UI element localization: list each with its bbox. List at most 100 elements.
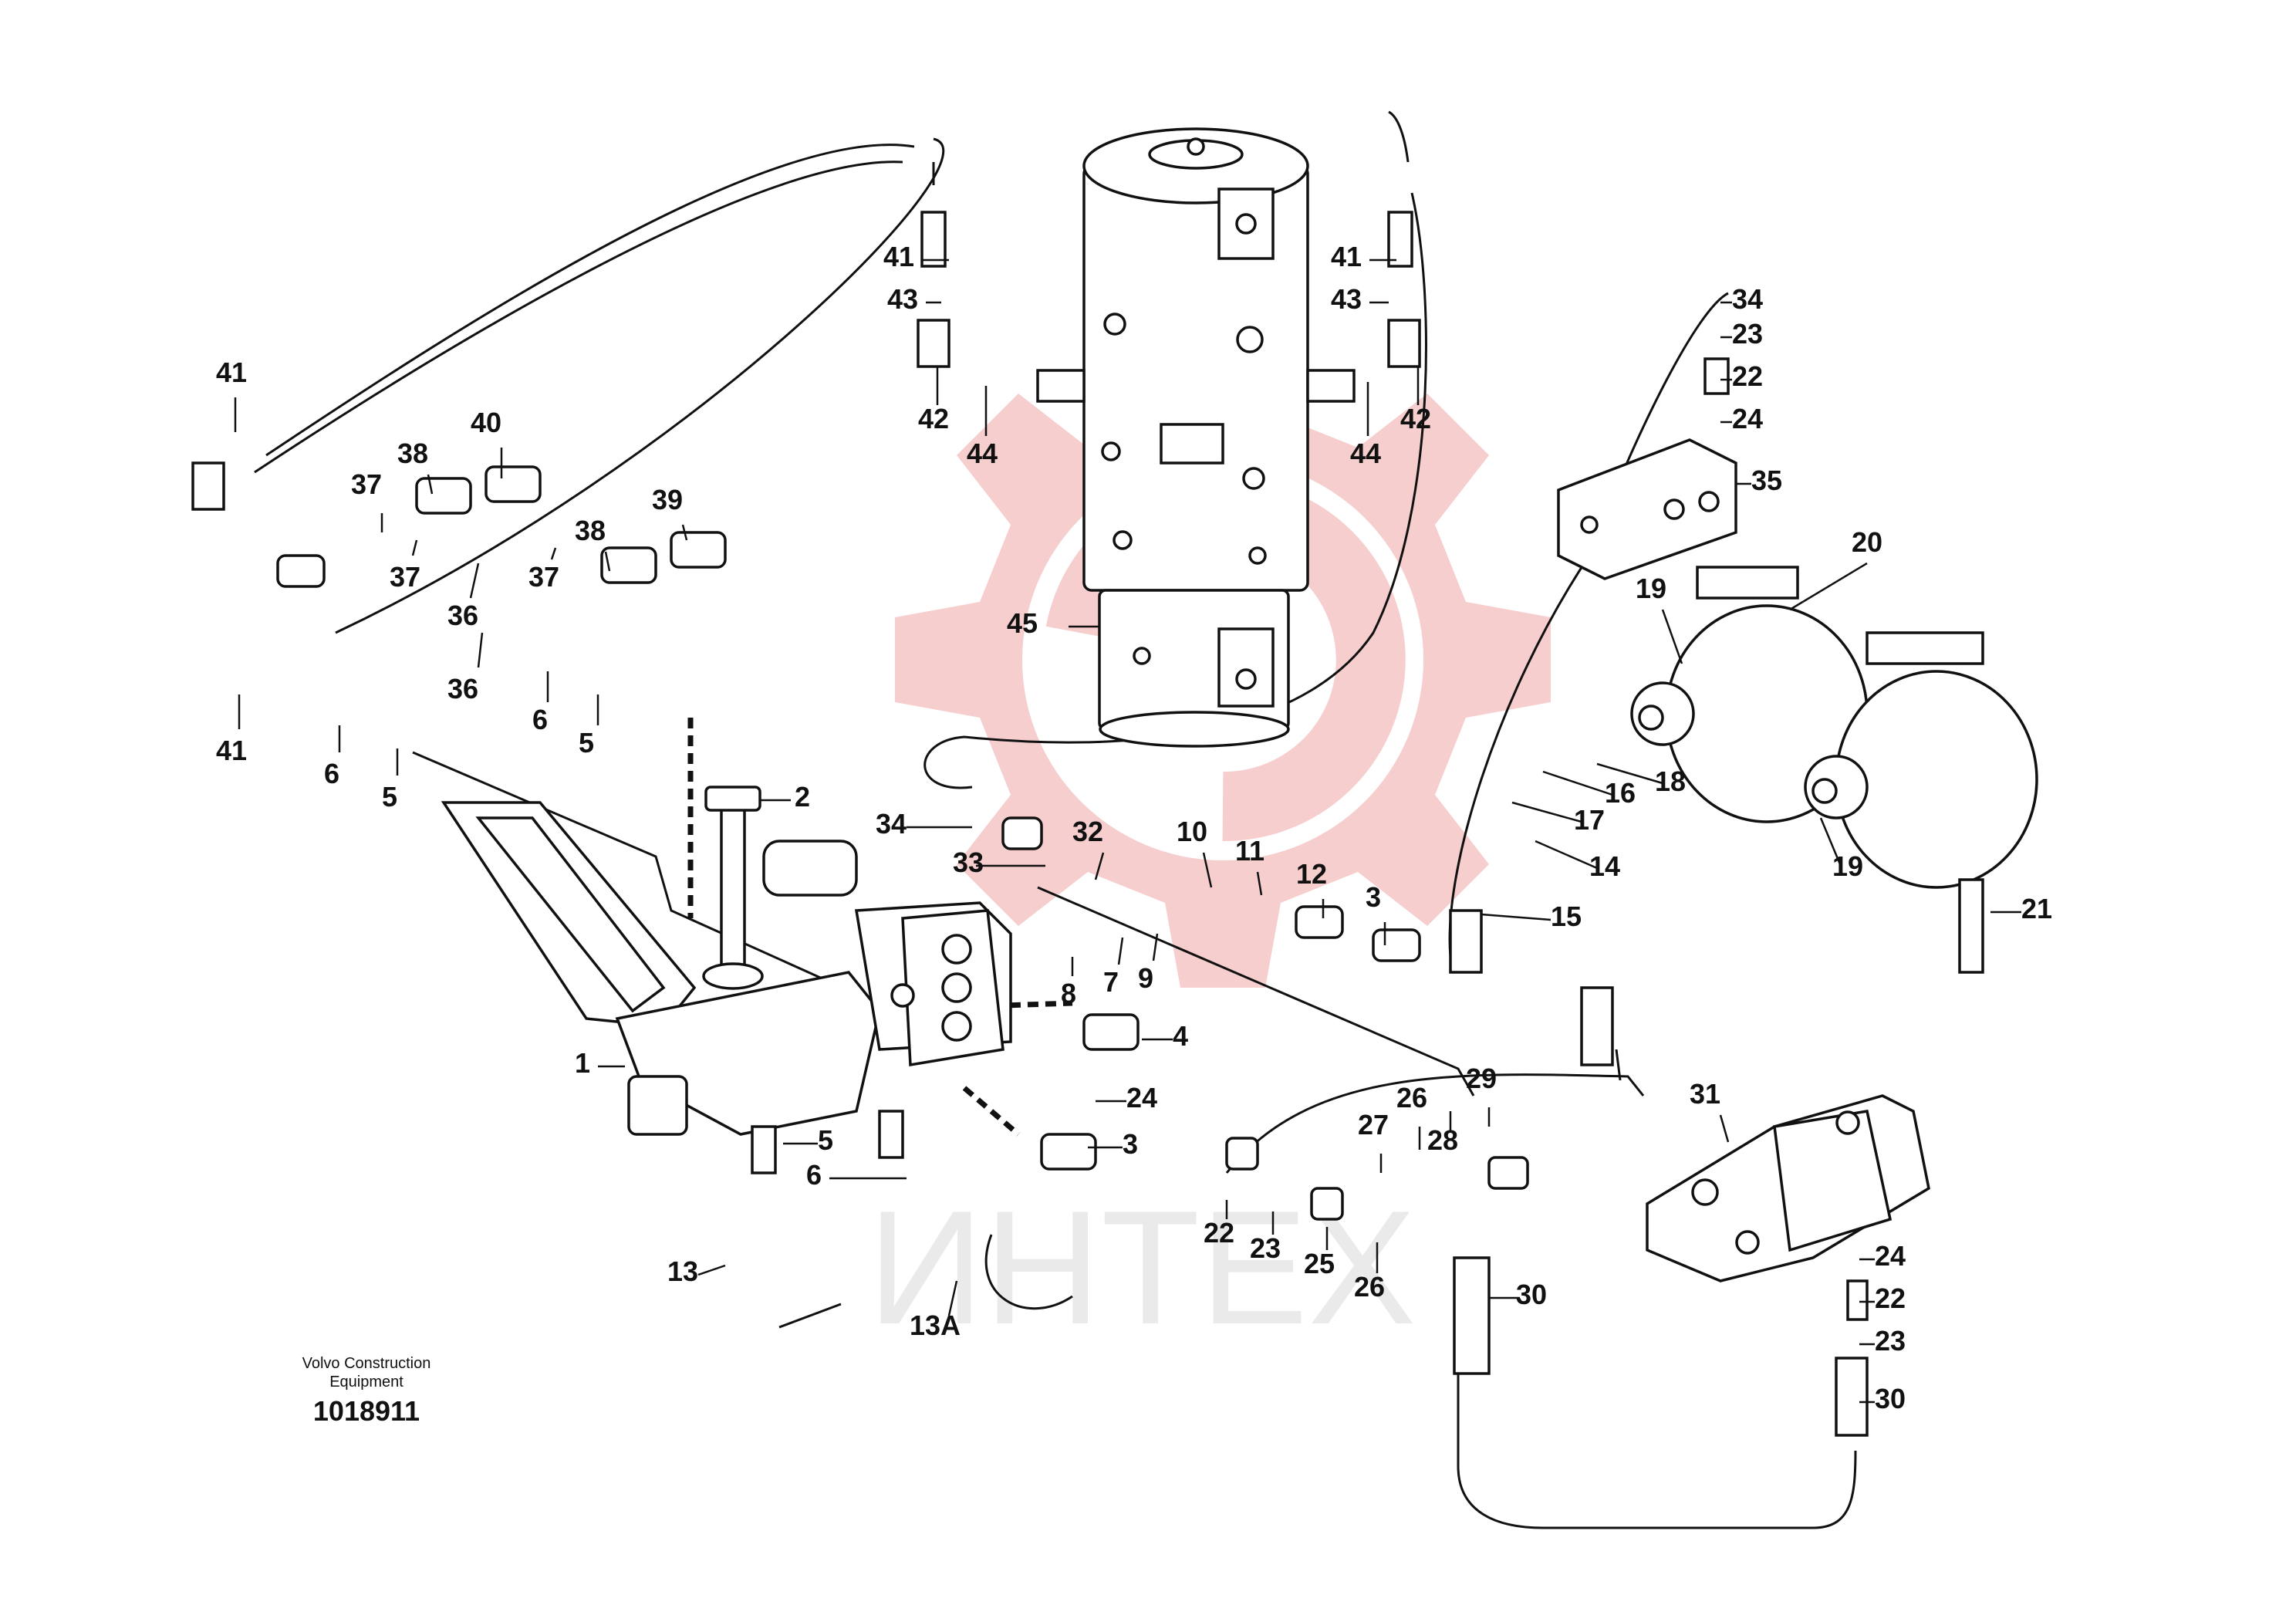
callout-leader-line — [1202, 852, 1213, 888]
callout-19: 19 — [1636, 573, 1683, 664]
callout-label: 24 — [1126, 1082, 1157, 1113]
callout-21: 21 — [1990, 893, 2052, 924]
callout-label: 38 — [575, 515, 606, 546]
callout-23: 23 — [1720, 318, 1763, 350]
callout-leader-line — [1481, 913, 1551, 921]
callout-leader-line — [604, 551, 611, 572]
callout-41: 41 — [1331, 241, 1396, 272]
callout-2: 2 — [760, 781, 810, 813]
callout-leader-line — [1819, 817, 1842, 865]
callout-5: 5 — [579, 694, 599, 759]
callout-label: 44 — [1350, 438, 1381, 469]
callout-label: 41 — [216, 735, 247, 766]
callout-27: 27 — [1358, 1109, 1389, 1173]
accumulators — [1630, 566, 2038, 889]
callout-leader-line — [1542, 770, 1613, 796]
callout-30: 30 — [1859, 1383, 1906, 1414]
callout-3: 3 — [1088, 1128, 1138, 1160]
callout-34: 34 — [1720, 283, 1763, 315]
callout-label: 38 — [397, 438, 428, 469]
callout-label: 26 — [1354, 1271, 1385, 1303]
hose-f — [1448, 292, 1729, 958]
callout-18: 18 — [1596, 762, 1686, 797]
drawing-number: 1018911 — [312, 1395, 420, 1427]
callout-label: 23 — [1732, 318, 1763, 350]
callout-label: 37 — [390, 561, 420, 593]
callout-label: 30 — [1875, 1383, 1906, 1414]
callout-label: 31 — [1690, 1078, 1720, 1110]
callout-5: 5 — [382, 748, 399, 813]
callout-leader-line — [1152, 933, 1159, 961]
callout-label: 15 — [1551, 901, 1582, 932]
callout-6: 6 — [532, 671, 549, 735]
callout-5: 5 — [783, 1124, 833, 1156]
hose-a — [265, 144, 915, 457]
callout-label: 18 — [1655, 765, 1686, 797]
hose-h — [1225, 1073, 1645, 1174]
callout-22: 22 — [1204, 1200, 1234, 1249]
callout-label: 39 — [652, 484, 683, 515]
callout-12: 12 — [1296, 858, 1327, 918]
motor-31 — [1646, 1094, 1930, 1282]
swivel-joint — [1036, 127, 1356, 748]
company-name: Volvo Construction Equipment — [302, 1355, 431, 1391]
callout-label: 12 — [1296, 858, 1327, 890]
hose-m — [984, 1234, 1073, 1310]
callout-label: 34 — [876, 808, 907, 840]
callout-label: 36 — [447, 673, 478, 705]
callout-label: 7 — [1103, 966, 1119, 998]
callout-leader-line — [1661, 609, 1683, 664]
callout-label: 33 — [953, 846, 984, 878]
callout-26: 26 — [1354, 1242, 1385, 1303]
callout-leader-line — [550, 547, 557, 560]
callout-leader-line — [681, 524, 688, 541]
callout-label: 21 — [2021, 893, 2052, 924]
callout-32: 32 — [1072, 816, 1105, 880]
callout-6: 6 — [324, 725, 341, 789]
callout-leader-line — [1511, 801, 1582, 823]
callout-19: 19 — [1819, 817, 1863, 882]
callout-label: 3 — [1123, 1128, 1138, 1160]
callout-label: 6 — [806, 1159, 822, 1191]
hose-e — [1388, 110, 1410, 163]
callout-39: 39 — [652, 484, 688, 541]
callout-label: 19 — [1832, 850, 1863, 882]
hose-a2 — [254, 161, 903, 474]
manifold-block — [1557, 438, 1737, 580]
callout-23: 23 — [1859, 1325, 1906, 1357]
hose-j — [1457, 1374, 1857, 1529]
callout-label: 44 — [967, 438, 998, 469]
callout-16: 16 — [1542, 770, 1636, 809]
callout-label: 41 — [1331, 241, 1362, 272]
callout-41: 41 — [216, 357, 247, 432]
callout-4: 4 — [1142, 1020, 1188, 1052]
pedal-valve-assembly — [441, 786, 1012, 1136]
callout-23: 23 — [1250, 1211, 1281, 1264]
callout-label: 32 — [1072, 816, 1103, 847]
callout-label: 35 — [1751, 465, 1782, 496]
callout-label: 19 — [1636, 573, 1666, 604]
callout-label: 20 — [1852, 526, 1882, 558]
callout-label: 24 — [1732, 403, 1763, 434]
callout-33: 33 — [953, 846, 1045, 878]
callout-42: 42 — [918, 367, 949, 434]
callout-10: 10 — [1177, 816, 1213, 888]
callout-15: 15 — [1481, 901, 1582, 932]
callout-24: 24 — [1859, 1240, 1906, 1272]
callout-label: 37 — [528, 561, 559, 593]
callout-label: 8 — [1061, 978, 1076, 1009]
callout-7: 7 — [1103, 937, 1124, 998]
callout-3: 3 — [1366, 881, 1386, 945]
callout-label: 43 — [1331, 283, 1362, 315]
callout-22: 22 — [1859, 1282, 1906, 1314]
callout-label: 36 — [447, 600, 478, 631]
hose-b — [335, 137, 945, 634]
callout-label: 2 — [795, 781, 810, 813]
callout-29: 29 — [1466, 1063, 1497, 1127]
callout-label: 4 — [1173, 1020, 1188, 1052]
callout-45: 45 — [1007, 607, 1099, 639]
hose-l — [778, 1303, 842, 1329]
callout-35: 35 — [1736, 465, 1782, 496]
callout-label: 34 — [1732, 283, 1763, 315]
